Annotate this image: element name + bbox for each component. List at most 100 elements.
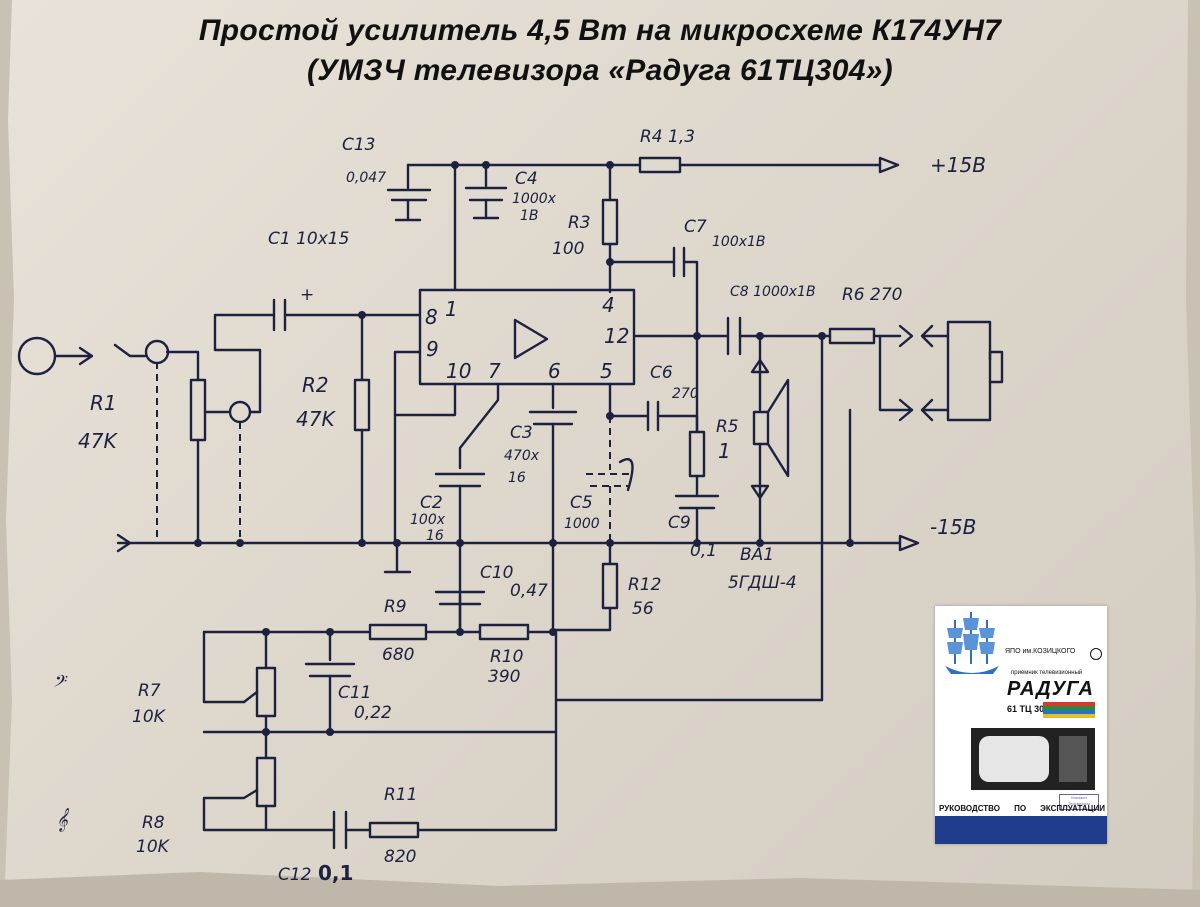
input-jack-icon [17, 336, 57, 376]
pin-9: 9 [426, 337, 439, 361]
label-c4-volt: 1В [520, 208, 539, 224]
label-c9-value: 0,1 [690, 541, 717, 561]
label-r1-value: 47K [78, 429, 118, 453]
pin-5: 5 [600, 359, 613, 383]
resistor-r1 [189, 378, 207, 442]
label-r2: R2 [302, 373, 329, 397]
label-c10: C10 [480, 563, 514, 583]
capacitor-c7 [672, 246, 686, 278]
label-ba1: ВА1 [740, 545, 774, 565]
capacitor-c5 [586, 473, 634, 487]
label-r4: R4 1,3 [640, 127, 695, 147]
label-r8: R8 [142, 813, 165, 833]
capacitor-c4 [464, 186, 508, 202]
potentiometer-r8 [255, 756, 277, 808]
sailing-ship-icon [945, 612, 999, 674]
capacitor-c2 [434, 472, 486, 488]
capacitor-c8 [726, 316, 742, 356]
pin-10: 10 [446, 359, 471, 383]
label-r12: R12 [628, 575, 661, 595]
label-r7: R7 [138, 681, 161, 701]
pin-4: 4 [602, 293, 615, 317]
label-c8: C8 1000x1В [730, 284, 816, 300]
label-r1: R1 [90, 391, 117, 415]
label-c12-value: 0,1 [318, 861, 353, 885]
label-r9-value: 680 [382, 645, 414, 665]
label-c10-value: 0,47 [510, 581, 548, 601]
page-title: Простой усилитель 4,5 Вт на микросхеме К… [198, 14, 1002, 47]
label-r9: R9 [384, 597, 407, 617]
label-r8-value: 10K [136, 837, 171, 857]
label-c2-volt: 16 [426, 528, 444, 544]
resistor-r2 [353, 378, 371, 432]
label-c1: C1 10x15 [268, 229, 349, 249]
resistor-r4 [638, 156, 682, 174]
label-c2: C2 [420, 493, 443, 513]
label-c5-value: 1000 [564, 516, 600, 532]
label-c11-value: 0,22 [354, 703, 392, 723]
resistor-r11 [368, 821, 420, 839]
cover-logo-icon [1090, 648, 1102, 660]
label-c5: C5 [570, 493, 593, 513]
resistor-r6 [828, 327, 876, 345]
label-c4-value: 1000x [512, 191, 557, 207]
capacitor-c9 [674, 494, 720, 510]
cover-subtitle: приемник телевизионный [1011, 670, 1083, 676]
treble-clef-icon: 𝄞 [56, 807, 69, 832]
resistor-r5 [688, 430, 706, 478]
resistor-r10 [478, 623, 530, 641]
label-r3-value: 100 [552, 239, 584, 259]
label-ba1-value: 5ГДШ-4 [728, 573, 797, 593]
label-c3-value: 470x [504, 448, 540, 464]
potentiometer-r7 [255, 666, 277, 718]
label-r11: R11 [384, 785, 417, 805]
label-c2-value: 100x [410, 512, 446, 528]
label-c3-volt: 16 [508, 470, 526, 486]
tv-set-image [971, 728, 1095, 790]
headphone-jack [946, 320, 992, 422]
bass-clef-icon: 𝄢 [52, 671, 68, 695]
label-r10: R10 [490, 647, 523, 667]
capacitor-c1 [272, 298, 287, 332]
capacitor-c6 [646, 400, 660, 432]
speaker-icon [752, 378, 790, 478]
pin-1: 1 [445, 297, 458, 321]
label-r11-value: 820 [384, 847, 416, 867]
cover-model: 61 ТЦ 304Д [1007, 704, 1056, 714]
label-c7: C7 [684, 217, 707, 237]
pin-8: 8 [425, 305, 438, 329]
cover-color-stripes [1043, 702, 1095, 718]
label-r7-value: 10K [132, 707, 167, 727]
label-r12-value: 56 [632, 599, 654, 619]
label-c6: C6 [650, 363, 673, 383]
label-r5: R5 [716, 417, 739, 437]
label-c7-value: 100x1В [712, 234, 766, 250]
label-minus15v: -15В [930, 515, 976, 539]
capacitor-c3 [528, 410, 578, 426]
pin-7: 7 [488, 359, 501, 383]
cover-brand: РАДУГА [1007, 678, 1094, 700]
capacitor-c10 [434, 590, 486, 606]
capacitor-c13 [386, 188, 432, 202]
label-c12: C12 [278, 865, 312, 885]
page-subtitle: (УМЗЧ телевизора «Радуга 61ТЦ304») [307, 54, 893, 87]
cover-blue-band [935, 816, 1107, 844]
label-c6-value: 270 [672, 386, 699, 402]
opamp-triangle-icon [513, 318, 549, 360]
label-plus: + [300, 285, 314, 305]
resistor-r3 [601, 198, 619, 246]
capacitor-c12 [332, 810, 348, 850]
label-c13: C13 [342, 135, 376, 155]
label-c3: C3 [510, 423, 533, 443]
shop-stamp: Магазин Телевизоры [1059, 794, 1099, 810]
label-c13-value: 0,047 [346, 170, 386, 186]
label-c11: C11 [338, 683, 372, 703]
label-plus15v: +15В [930, 153, 986, 177]
pin-12: 12 [604, 324, 629, 348]
label-r3: R3 [568, 213, 591, 233]
label-r2-value: 47K [296, 407, 336, 431]
junction-dots [194, 161, 854, 736]
resistor-r9 [368, 623, 428, 641]
